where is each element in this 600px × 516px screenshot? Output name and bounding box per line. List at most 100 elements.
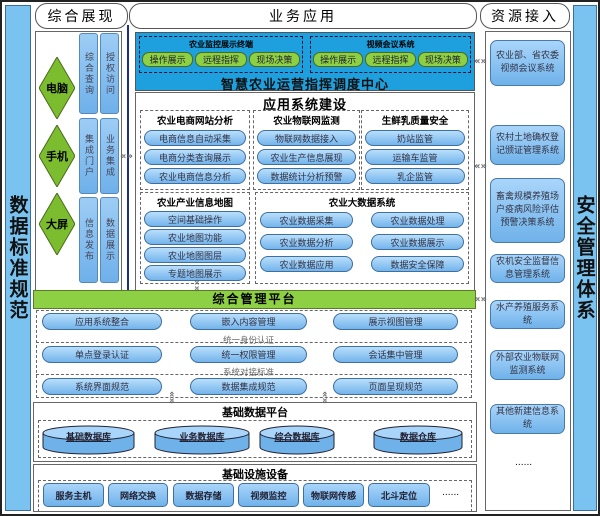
infra-item[interactable]: 视频监控 [238,483,299,507]
view-management-item[interactable]: 展示视图管理 [333,313,458,330]
video-conference-box: 视频会议系统 操作展示远程指挥现场决策 [310,36,471,73]
database-cylinder[interactable]: 数据仓库 [373,425,463,455]
database-label: 综合数据库 [274,433,320,443]
connector-icon: «» [190,279,202,292]
list-item[interactable]: 电商分类查询展示 [144,149,246,165]
header-resources: 资源接入 [480,3,570,29]
data-spec-item[interactable]: 数据集成规范 [190,378,307,395]
connector-icon: «» [120,151,133,162]
infra-item[interactable]: 数据存储 [173,483,234,507]
database-box [38,420,472,458]
section-title: 农业大数据系统 [328,198,396,209]
remote-command-button[interactable]: 远程指挥 [195,52,247,67]
infra-box [38,480,472,512]
onsite-decision-button[interactable]: 现场决策 [248,52,300,67]
connector-icon: «» [474,294,487,305]
header-business: 业务应用 [129,3,477,29]
monitor-terminal-title: 农业监控展示终端 [189,40,253,49]
connector-icon: «» [318,391,330,404]
resource-item[interactable]: 其他新建信息系统 [490,404,565,434]
ui-spec-item[interactable]: 系统界面规范 [42,378,162,395]
database-label: 数据仓库 [399,433,436,443]
resource-item[interactable]: 水产养殖服务系统 [490,300,565,329]
list-item[interactable]: 农业数据分析 [260,234,353,250]
remote-command-button[interactable]: 远程指挥 [365,52,416,67]
device-phone: 手机 [39,125,75,187]
device-label: 大屏 [46,218,68,231]
device-bigscreen: 大屏 [39,193,75,255]
infra-item[interactable]: 物联网传感 [303,483,364,507]
resource-item[interactable]: 农业部、省农委视频会议系统 [490,40,565,86]
list-item[interactable]: 农业电商信息分析 [144,168,246,184]
device-label: 手机 [46,150,68,163]
infra-item[interactable]: 服务主机 [43,483,104,507]
list-item[interactable]: 专题地图展示 [144,265,246,281]
list-item[interactable]: 农业地图功能 [144,229,246,245]
connector-icon: «» [474,56,487,67]
display-col: 信息发布 [79,197,98,283]
video-conference-title: 视频会议系统 [366,40,415,49]
connector-icon: «» [474,161,487,172]
list-item[interactable]: 物联网数据接入 [257,130,356,146]
infra-title: 基础设施设备 [222,468,288,481]
list-item[interactable]: 运输车监管 [365,149,465,165]
list-item[interactable]: 农业数据应用 [260,256,353,272]
identity-auth-label: 统一身份认证 [222,336,274,346]
row-divider [36,342,472,343]
list-item[interactable]: 农业数据展示 [371,234,464,250]
data-platform-title: 基础数据平台 [222,406,288,419]
resource-item[interactable]: 农机安全监督信息管理系统 [490,254,565,283]
integration-standard-label: 系统对接标准 [222,368,274,378]
iot-section: 农业物联网监测 物联网数据接入 农业生产信息展现 数据统计分析预警 [253,110,360,190]
list-item[interactable]: 空间基础操作 [144,211,246,227]
list-item[interactable]: 农业数据处理 [371,212,464,228]
database-cylinder[interactable]: 基础数据库 [42,425,135,455]
display-col: 业务集成 [100,118,119,194]
list-item[interactable]: 乳企监管 [365,168,465,184]
display-col: 授权访问 [100,33,119,114]
list-item[interactable]: 电商信息自动采集 [144,130,246,146]
section-title: 农业电商网站分析 [156,116,233,127]
database-cylinder[interactable]: 综合数据库 [259,425,335,455]
sso-item[interactable]: 单点登录认证 [42,346,162,363]
display-col: 数据展示 [100,197,119,283]
embedded-content-item[interactable]: 嵌入内容管理 [190,313,307,330]
operate-display-button[interactable]: 操作展示 [142,52,194,67]
list-item[interactable]: 数据安全保障 [371,256,464,272]
onsite-decision-button[interactable]: 现场决策 [417,52,468,67]
device-computer: 电脑 [39,57,75,119]
mgmt-platform-title: 综合管理平台 [33,290,476,309]
infra-item[interactable]: 网络交换 [108,483,168,507]
infra-item[interactable]: 北斗定位 [368,483,430,507]
bigdata-section: 农业大数据系统 农业数据采集 农业数据处理 农业数据分析 农业数据展示 农业数据… [255,192,469,284]
mgmt-platform-box [36,310,472,398]
data-standards-bar: 数据标准规范 [5,5,31,511]
resource-item[interactable]: 畜禽规模养殖场户疫病风险评估预警决策系统 [490,178,565,243]
security-management-bar: 安全管理体系 [573,5,597,511]
infra-more: ...... [442,488,460,498]
page-spec-item[interactable]: 页面呈现规范 [333,378,458,395]
list-item[interactable]: 农业生产信息展现 [257,149,356,165]
section-title: 生鲜乳质量安全 [381,116,449,127]
list-item[interactable]: 奶站监管 [365,130,465,146]
database-label: 基础数据库 [65,433,111,443]
list-item[interactable]: 农业地图图层 [144,247,246,263]
permissions-item[interactable]: 统一权限管理 [190,346,307,363]
list-item[interactable]: 农业数据采集 [260,212,353,228]
monitor-terminal-box: 农业监控展示终端 操作展示远程指挥现场决策 [139,36,303,73]
operate-display-button[interactable]: 操作展示 [313,52,364,67]
milk-safety-section: 生鲜乳质量安全 奶站监管 运输车监管 乳企监管 [361,110,469,190]
database-cylinder[interactable]: 业务数据库 [154,425,250,455]
section-title: 农业产业信息地图 [156,198,233,209]
app-integration-item[interactable]: 应用系统整合 [42,313,162,330]
list-item[interactable]: 数据统计分析预警 [257,168,356,184]
resource-item[interactable]: 外部农业物联网监测系统 [490,350,565,380]
app-systems-title: 应用系统建设 [262,98,347,113]
database-label: 业务数据库 [179,433,225,443]
resource-item[interactable]: 农村土地确权登记颁证管理系统 [490,125,565,165]
session-item[interactable]: 会话集中管理 [333,346,458,363]
ecommerce-section: 农业电商网站分析 电商信息自动采集 电商分类查询展示 农业电商信息分析 [140,110,250,190]
header-display: 综合展现 [35,3,128,29]
section-title: 农业物联网监测 [273,116,340,127]
